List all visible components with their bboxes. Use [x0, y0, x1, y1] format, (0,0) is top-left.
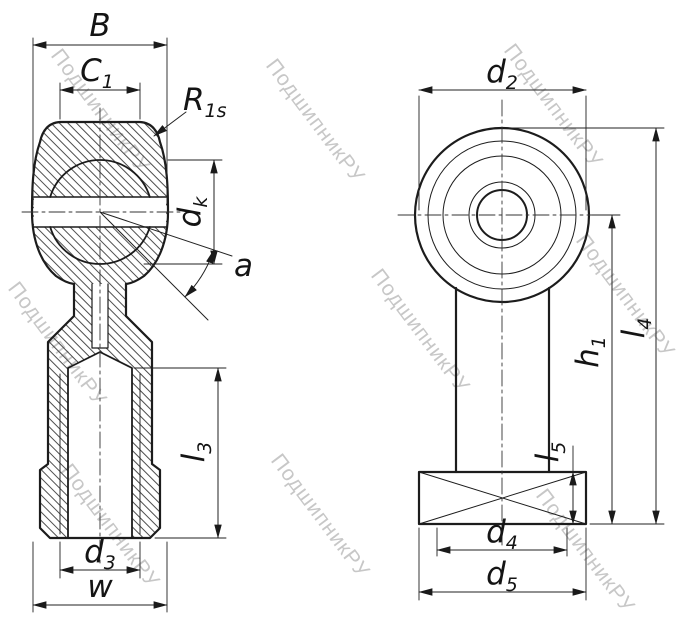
shank-outline — [454, 286, 551, 474]
dim-l4: l4 — [509, 127, 665, 525]
dim-label-l5: l5 — [530, 442, 570, 463]
dim-d2: d2 — [418, 54, 587, 211]
watermark-text: ПодшипникРУ — [499, 40, 607, 173]
dim-label-B: B — [89, 8, 110, 44]
dim-label-w: w — [87, 569, 113, 605]
watermark-text: ПодшипникРУ — [266, 450, 374, 583]
dim-label-l4: l4 — [616, 318, 656, 339]
dim-label-R1s: R1s — [183, 82, 227, 122]
dim-B: B — [32, 8, 168, 206]
dim-R1s: R1s — [153, 82, 227, 137]
dim-l5: l5 — [530, 442, 577, 525]
dim-label-a: a — [234, 248, 253, 284]
body-section — [40, 284, 160, 538]
dim-d4: d4 — [436, 514, 568, 557]
dim-w: w — [32, 541, 168, 613]
body-outline — [38, 282, 162, 540]
dim-label-dk: dk — [172, 196, 212, 228]
right-view: d2 h1 l4 l5 d4 d5 — [397, 54, 665, 601]
dim-label-d3: d3 — [84, 534, 116, 574]
dim-C1: C1 — [59, 53, 141, 120]
thread-crest-lines — [59, 373, 141, 535]
head-housing-section — [32, 122, 168, 284]
left-view: B C1 R1s dk a l3 — [21, 8, 253, 613]
flange-outline — [417, 470, 588, 526]
dim-label-d2: d2 — [486, 54, 518, 94]
dim-d5: d5 — [418, 527, 587, 601]
watermark-text: ПодшипникРУ — [261, 55, 369, 188]
dim-label-l3: l3 — [176, 442, 216, 463]
watermark-text: ПодшипникРУ — [366, 265, 474, 398]
dim-angle-a: a — [99, 211, 253, 321]
dim-label-h1: h1 — [570, 336, 610, 368]
dim-label-d5: d5 — [486, 556, 518, 596]
grease-slot — [91, 283, 109, 349]
dim-label-C1: C1 — [80, 53, 114, 93]
dim-l3: l3 — [133, 367, 227, 539]
flange-cross-lines — [418, 471, 587, 525]
dim-h1: h1 — [570, 214, 665, 525]
dim-label-d4: d4 — [486, 514, 518, 554]
dim-d3: d3 — [59, 534, 141, 579]
